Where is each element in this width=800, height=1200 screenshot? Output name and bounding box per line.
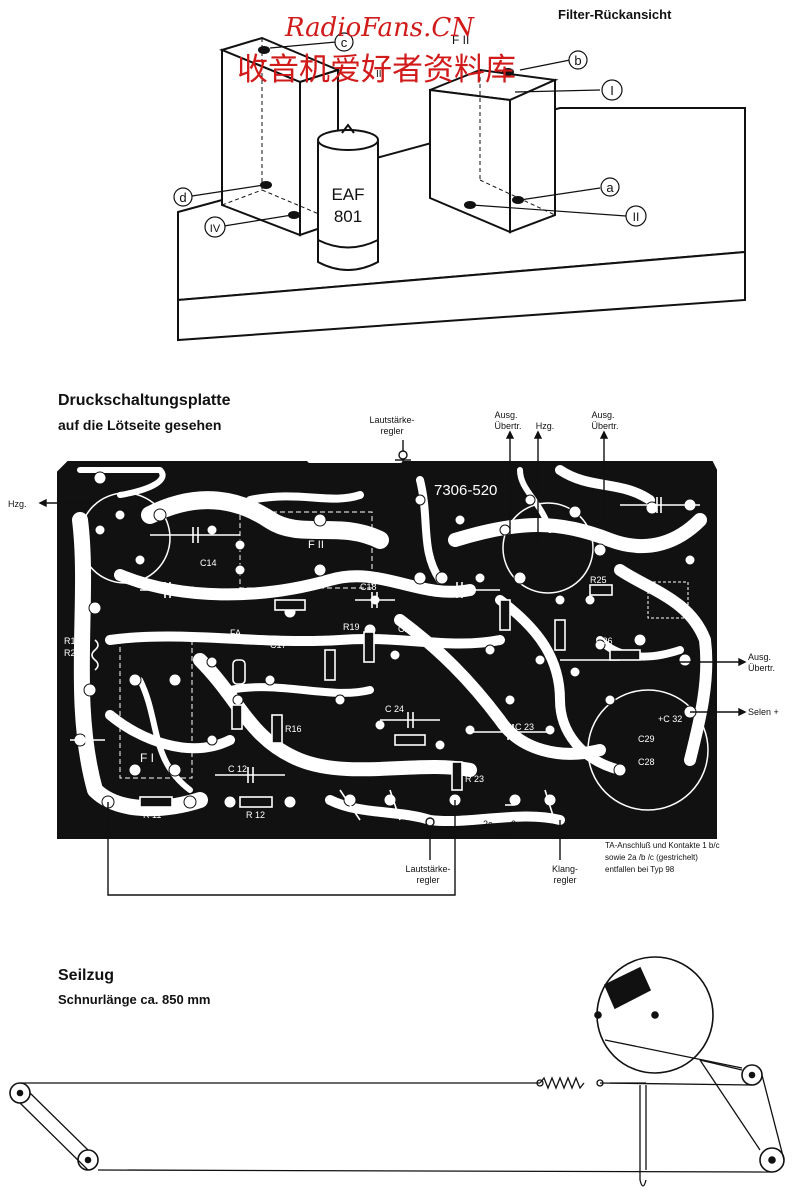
label-2c: 2c [483, 819, 493, 829]
label-C12: C 12 [228, 764, 247, 774]
label-C18: C18 [360, 582, 377, 592]
label-R27: R27 [64, 648, 81, 658]
label-C19: C19 [398, 624, 415, 634]
watermark-subtitle: 收音机爱好者资料库 [237, 52, 516, 88]
label-R11: R 11 [143, 810, 161, 820]
filter-view-title: Filter-Rückansicht [558, 7, 672, 22]
label-C14: C14 [200, 558, 217, 568]
tube-type-label: EAF [331, 185, 364, 204]
label-C32: +C 32 [658, 714, 682, 724]
pcb-title: Druckschaltungsplatte [58, 392, 231, 409]
lead-lautstaerke-top-2: regler [380, 426, 403, 436]
lead-klang-2: regler [553, 875, 576, 885]
filter-rear-view: EAF 801 c b I d IV a II III F II [173, 32, 746, 342]
filter-fII-label: F II [452, 33, 469, 47]
chassis-front [177, 250, 746, 342]
label-R16: R16 [285, 724, 302, 734]
label-R15: R15 [315, 636, 332, 646]
callout-a: a [606, 180, 614, 195]
label-C23: C 23 [515, 722, 534, 732]
lead-hzg-top: Hzg. [536, 421, 555, 431]
tube-number-label: 801 [334, 207, 362, 226]
label-R23: R 23 [465, 774, 484, 784]
lead-hzg-left: Hzg. [8, 499, 27, 509]
watermark-site: RadioFans.CN [284, 13, 475, 43]
lead-lautstaerke-bottom-1: Lautstärke- [405, 864, 450, 874]
lead-ausg-left-1: Ausg. [494, 410, 517, 420]
pcb-board: F I F II FA R 11 R 12 R15 R16 R19 R 23 R… [57, 457, 717, 840]
callout-III: III [376, 69, 384, 80]
lead-klang-1: Klang- [552, 864, 578, 874]
label-R19: R19 [343, 622, 360, 632]
label-R12: R 12 [246, 810, 265, 820]
callout-IV: IV [210, 223, 221, 235]
label-F1: F I [140, 751, 154, 765]
label-FA: FA [230, 628, 241, 638]
label-3c: 3c [385, 819, 395, 829]
label-C26: C26 [596, 636, 613, 646]
label-C28: C28 [638, 757, 655, 767]
label-F2: F II [308, 539, 324, 551]
callout-b: b [574, 53, 581, 68]
pcb-subtitle: auf die Lötseite gesehen [58, 417, 221, 433]
label-R18: R18- [64, 636, 84, 646]
pcb-leads [38, 430, 747, 896]
callout-c: c [341, 35, 348, 50]
lead-ausg-right-1: Ausg. [591, 410, 614, 420]
lead-ausg-left-2: Übertr. [494, 421, 521, 431]
label-C29: C29 [638, 734, 655, 744]
seilzug-diagram [9, 956, 785, 1187]
board-number: 7306-520 [434, 482, 497, 499]
lead-ausg-side-1: Ausg. [748, 652, 771, 662]
label-2a: 2a [511, 819, 521, 829]
label-C15: C 15 [175, 585, 194, 595]
lead-ausg-side-2: Übertr. [748, 663, 775, 673]
lead-ausg-right-2: Übertr. [591, 421, 618, 431]
label-C25: C 25 [434, 585, 453, 595]
seilzug-title: Seilzug [58, 967, 114, 984]
label-C24: C 24 [385, 704, 404, 714]
seilzug-subtitle: Schnurlänge ca. 850 mm [58, 992, 210, 1007]
label-C17: C17 [270, 640, 287, 650]
lead-lautstaerke-bottom-2: regler [416, 875, 439, 885]
note-line-3: entfallen bei Typ 98 [605, 865, 675, 874]
lead-selen: Selen + [748, 707, 779, 717]
callout-II: II [633, 210, 640, 224]
lead-lautstaerke-top-1: Lautstärke- [369, 415, 414, 425]
label-R25: R25 [590, 575, 607, 585]
note-line-1: TA-Anschluß und Kontakte 1 b/c [605, 841, 720, 850]
label-2b: 2b [498, 830, 508, 840]
callout-I: I [610, 83, 614, 98]
callout-d: d [179, 190, 186, 205]
note-line-2: sowie 2a /b /c (gestrichelt) [605, 853, 698, 862]
